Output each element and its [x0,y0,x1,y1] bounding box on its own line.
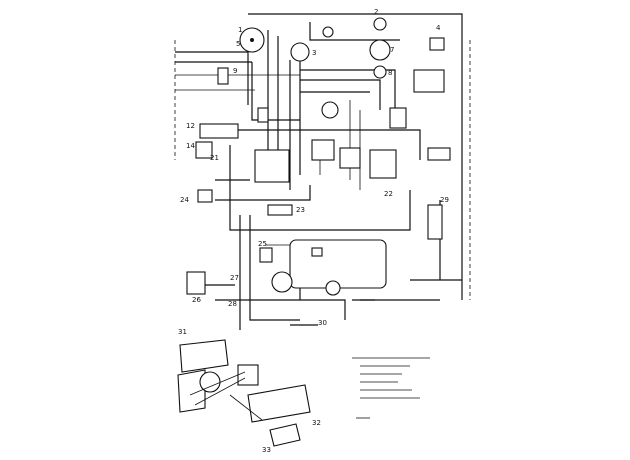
wire-top-right [248,13,463,300]
lead-a [189,371,246,396]
callout-21: 21 [210,154,219,162]
callout-1: 1 [238,26,242,34]
switch-left [257,107,269,123]
relay-assembly [237,364,259,386]
wire-mid-horizontal [230,129,421,160]
callout-5: 5 [236,40,240,48]
callout-30: 30 [318,319,327,327]
engine-block [289,239,387,289]
component-26 [186,271,206,295]
callouts: 1 2 3 4 5 7 8 9 12 14 21 22 23 24 25 26 … [178,8,449,454]
meter-8 [373,65,387,79]
callout-27: 27 [230,274,239,282]
wire-relay-low [215,185,311,201]
relay-b [311,139,335,161]
gauge-3 [290,42,310,62]
connector-eng [311,247,323,257]
panel-31 [179,339,229,373]
relay-cluster [254,149,290,183]
callout-28: 28 [228,300,237,308]
callout-12: 12 [186,122,195,130]
callout-31: 31 [178,328,187,336]
part-33 [269,423,301,447]
plate-left [177,369,206,413]
relay-d [369,149,397,179]
wire-down-left-2 [249,215,300,321]
callout-24: 24 [180,196,189,204]
wire-bottom [215,299,346,320]
solenoid-right [427,147,451,161]
lamp [322,26,334,38]
wire-loop-left [251,62,300,121]
component-23 [267,204,293,216]
gauge-2 [373,17,387,31]
components [177,17,451,447]
relay-c [339,147,361,169]
callout-33: 33 [262,446,271,454]
lead-b [194,377,246,406]
callout-26: 26 [192,296,201,304]
callout-14: 14 [186,142,195,150]
callout-7: 7 [390,46,394,54]
callout-25: 25 [258,240,267,248]
wire-harness-b [300,79,381,110]
wire-top-mid [309,22,400,41]
switch-14 [195,141,213,159]
relay-e [389,107,407,129]
alternator [321,101,339,119]
callout-8: 8 [388,69,392,77]
gauge-7 [369,39,391,61]
legend-lines [352,357,430,419]
component-29 [427,204,443,240]
callout-4: 4 [436,24,441,32]
wire-harness-a [300,69,396,120]
harness-wires [174,13,471,330]
wire-lower-loop [229,145,411,231]
panel-32 [247,384,311,423]
ground-lug [325,280,341,296]
connector-12 [199,123,239,139]
sensor-9 [217,67,229,85]
legend-block [352,357,430,419]
callout-29: 29 [440,196,449,204]
switch-assembly [199,371,221,393]
lead-c [229,394,263,421]
callout-2: 2 [374,8,378,16]
starter-motor [271,271,293,293]
callout-32: 32 [312,419,321,427]
callout-22: 22 [384,190,393,198]
callout-23: 23 [296,206,305,214]
callout-3: 3 [312,49,316,57]
component-25 [259,247,273,263]
fuse-4 [429,37,445,51]
component-21 [197,189,213,203]
callout-9: 9 [233,67,237,75]
relay-right [413,69,445,93]
